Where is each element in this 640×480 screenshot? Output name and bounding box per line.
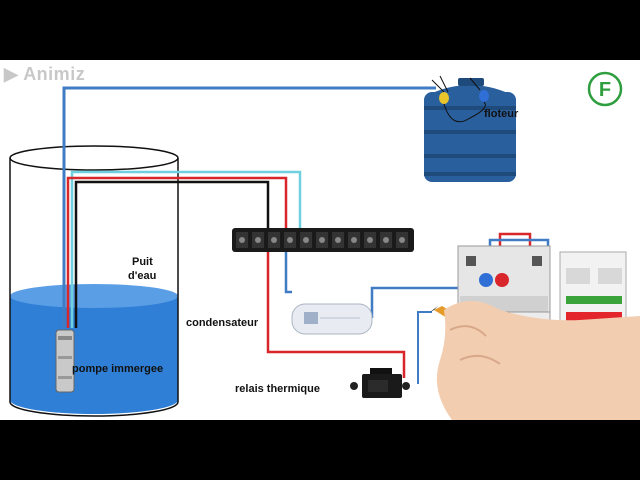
label-relais: relais thermique: [235, 383, 320, 395]
water-tank: [424, 75, 516, 182]
hand-with-pencil: [430, 301, 640, 420]
label-puit-line1: Puit: [132, 256, 153, 268]
label-pompe: pompe immergee: [72, 363, 164, 375]
watermark-text: Animiz: [23, 64, 86, 84]
capacitor: [291, 303, 373, 335]
label-floteur: floteur: [484, 108, 519, 120]
terminal-block: [232, 228, 414, 252]
diagram-canvas: ▶ Animiz F floteur Puit d'eau condensate…: [0, 60, 640, 420]
submersible-pump: [55, 329, 75, 393]
letterbox-bottom: [0, 420, 640, 480]
thermal-relay: [350, 368, 410, 398]
brand-letter: F: [599, 79, 611, 101]
label-condensateur: condensateur: [186, 317, 259, 329]
water-well: [9, 145, 179, 417]
brand-logo: F: [586, 70, 624, 108]
label-puit-line2: d'eau: [128, 270, 157, 282]
plug-logo-icon: F: [587, 71, 623, 107]
letterbox-top: [0, 0, 640, 60]
animiz-watermark: ▶ Animiz: [4, 64, 85, 85]
wiring-diagram: [9, 75, 640, 420]
play-triangle-icon: ▶: [4, 64, 19, 84]
